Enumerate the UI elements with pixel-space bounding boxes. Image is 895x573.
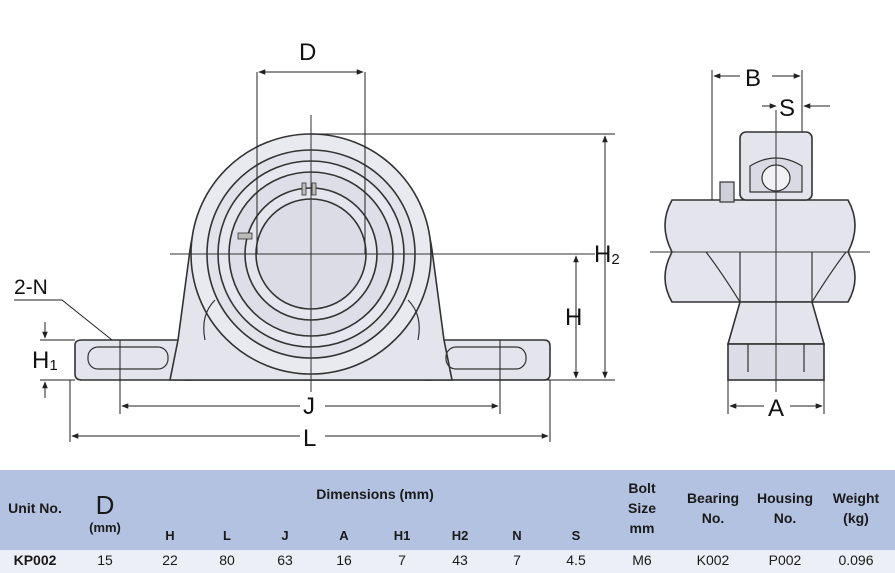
label-D: D — [299, 39, 316, 66]
cell-D: 15 — [97, 552, 113, 568]
cell-S: 4.5 — [566, 552, 586, 568]
header-col-J: J — [281, 528, 289, 543]
cell-H2: 43 — [452, 552, 468, 568]
dimension-J — [119, 340, 501, 414]
header-bolt-size-2: Size — [627, 500, 656, 516]
header-unit-no: Unit No. — [8, 500, 62, 516]
cell-H: 22 — [162, 552, 178, 568]
table-row — [0, 550, 895, 573]
dimension-A — [727, 380, 825, 414]
cell-bearing-no: K002 — [696, 552, 730, 568]
spec-table: Unit No. D (mm) Dimensions (mm) H L J A … — [0, 470, 895, 573]
label-2N: 2-N — [14, 276, 48, 299]
dimension-D — [256, 69, 366, 254]
header-col-A: A — [339, 528, 349, 543]
table-header: Unit No. D (mm) Dimensions (mm) H L J A … — [0, 470, 895, 550]
side-view — [664, 131, 856, 381]
cell-J: 63 — [277, 552, 293, 568]
cell-housing-no: P002 — [768, 552, 802, 568]
cell-L: 80 — [219, 552, 235, 568]
header-weight-1: Weight — [832, 490, 880, 506]
header-housing-no-1: Housing — [757, 490, 813, 506]
header-col-H1: H1 — [393, 528, 411, 543]
label-S: S — [779, 95, 795, 122]
technical-drawing: D H2 H H1 2-N J L — [14, 39, 870, 452]
label-H1: H1 — [32, 347, 58, 374]
header-col-H2: H2 — [451, 528, 469, 543]
cell-weight: 0.096 — [838, 552, 874, 568]
cell-N: 7 — [513, 552, 521, 568]
label-B: B — [745, 65, 761, 92]
header-col-H: H — [165, 528, 175, 543]
cell-unit-no: KP002 — [13, 552, 57, 568]
label-L: L — [303, 425, 316, 452]
header-col-S: S — [571, 528, 581, 543]
dimension-H1 — [40, 322, 75, 398]
header-dimensions: Dimensions (mm) — [316, 486, 434, 502]
dimension-L — [69, 380, 551, 442]
cell-bolt-size: M6 — [632, 552, 652, 568]
dimension-B — [711, 70, 803, 200]
leader-2N — [14, 299, 113, 341]
header-d-unit: (mm) — [89, 520, 121, 535]
front-view — [74, 133, 551, 381]
cell-H1: 7 — [398, 552, 406, 568]
label-H2: H2 — [594, 241, 620, 268]
header-col-L: L — [223, 528, 231, 543]
cell-A: 16 — [336, 552, 352, 568]
header-bolt-size-3: mm — [629, 520, 655, 536]
header-bolt-size-1: Bolt — [628, 480, 656, 496]
label-A: A — [768, 395, 784, 422]
shaft — [664, 199, 856, 303]
header-d-symbol: D — [95, 490, 115, 520]
label-H: H — [565, 304, 582, 331]
header-bearing-no-2: No. — [701, 510, 725, 526]
header-housing-no-2: No. — [773, 510, 797, 526]
header-weight-2: (kg) — [843, 510, 869, 526]
header-bearing-no-1: Bearing — [686, 490, 740, 506]
dimension-H2 — [311, 133, 615, 381]
header-col-N: N — [512, 528, 522, 543]
label-J: J — [303, 393, 315, 420]
